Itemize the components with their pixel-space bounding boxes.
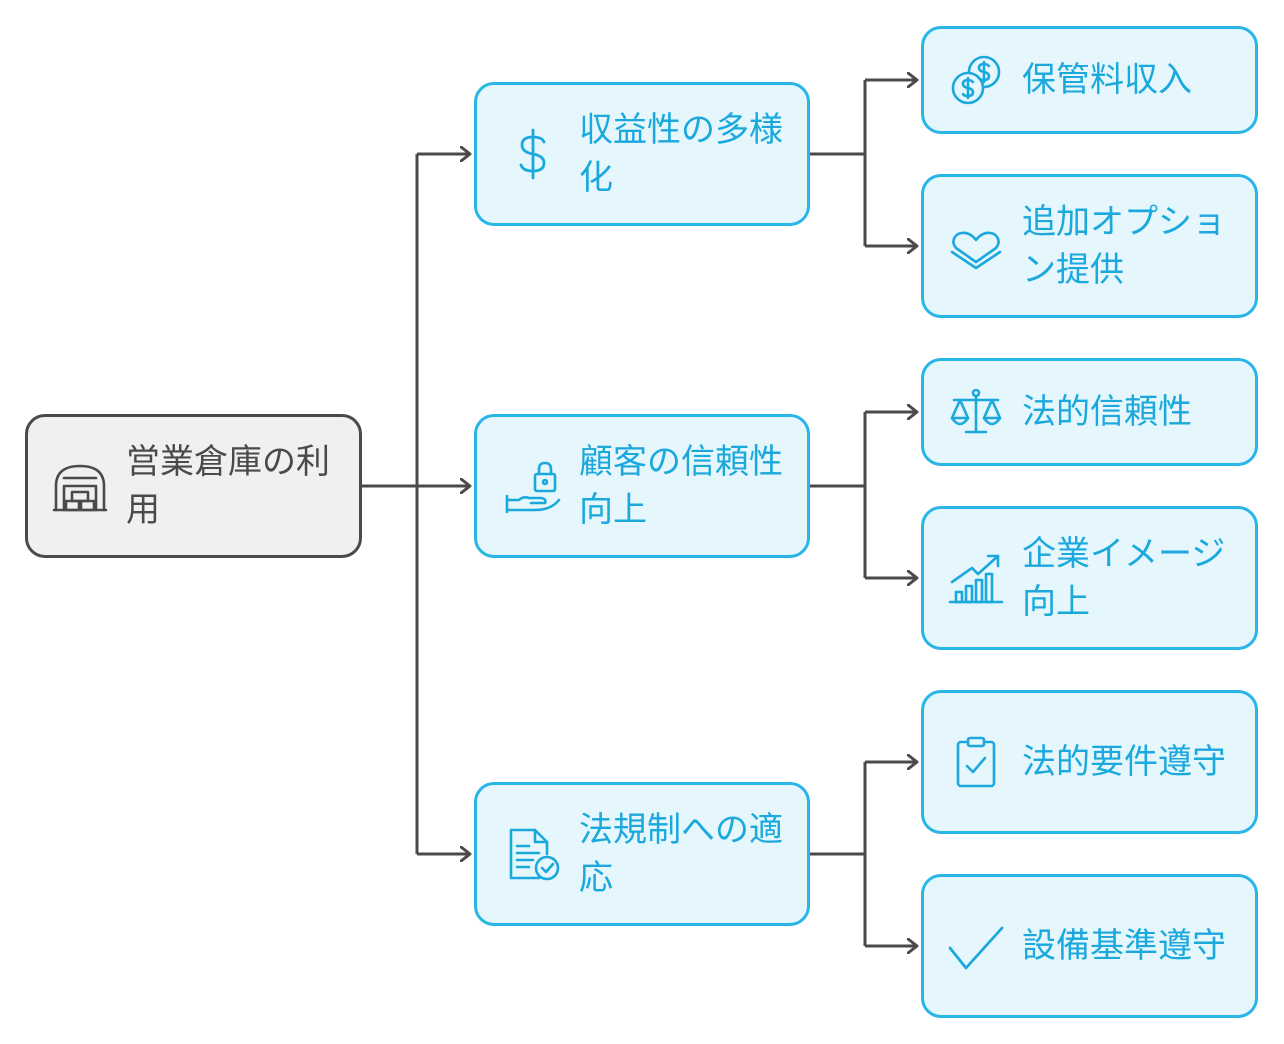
connector-branch-1-trunk <box>810 80 867 246</box>
branch-label: 法規制への適応 <box>579 810 783 898</box>
clipboard-check-icon <box>948 734 1004 790</box>
branch-label: 顧客の信頼性向上 <box>579 442 783 530</box>
branch-node-trust[interactable]: 顧客の信頼性向上 <box>474 414 810 558</box>
branch-node-regulation[interactable]: 法規制への適応 <box>474 782 810 926</box>
leaf-node-legal-trust[interactable]: 法的信頼性 <box>921 358 1258 466</box>
root-label: 営業倉庫の利用 <box>126 442 330 530</box>
dollar-icon <box>505 126 561 182</box>
scales-icon <box>948 384 1004 440</box>
leaf-node-legal-compliance[interactable]: 法的要件遵守 <box>921 690 1258 834</box>
leaf-node-extra-options[interactable]: 追加オプション提供 <box>921 174 1258 318</box>
connector-branch-2-trunk <box>810 412 867 578</box>
leaf-label: 法的信頼性 <box>1022 392 1192 432</box>
branch-node-revenue[interactable]: 収益性の多様化 <box>474 82 810 226</box>
hand-lock-icon <box>505 458 561 514</box>
leaf-node-facility-standards[interactable]: 設備基準遵守 <box>921 874 1258 1018</box>
growth-chart-icon <box>948 550 1004 606</box>
root-node[interactable]: 営業倉庫の利用 <box>25 414 362 558</box>
leaf-label: 法的要件遵守 <box>1022 742 1226 782</box>
document-check-icon <box>505 826 561 882</box>
leaf-label: 追加オプション提供 <box>1022 202 1226 290</box>
checkmark-icon <box>948 918 1004 974</box>
connector-branch-3-trunk <box>810 762 867 946</box>
warehouse-icon <box>52 458 108 514</box>
leaf-label: 設備基準遵守 <box>1022 926 1226 966</box>
leaf-node-corporate-image[interactable]: 企業イメージ向上 <box>921 506 1258 650</box>
coins-icon <box>948 52 1004 108</box>
leaf-node-storage-fee[interactable]: 保管料収入 <box>921 26 1258 134</box>
leaf-label: 企業イメージ向上 <box>1022 534 1226 622</box>
branch-label: 収益性の多様化 <box>579 110 783 198</box>
heart-layers-icon <box>948 218 1004 274</box>
leaf-label: 保管料収入 <box>1022 60 1192 100</box>
